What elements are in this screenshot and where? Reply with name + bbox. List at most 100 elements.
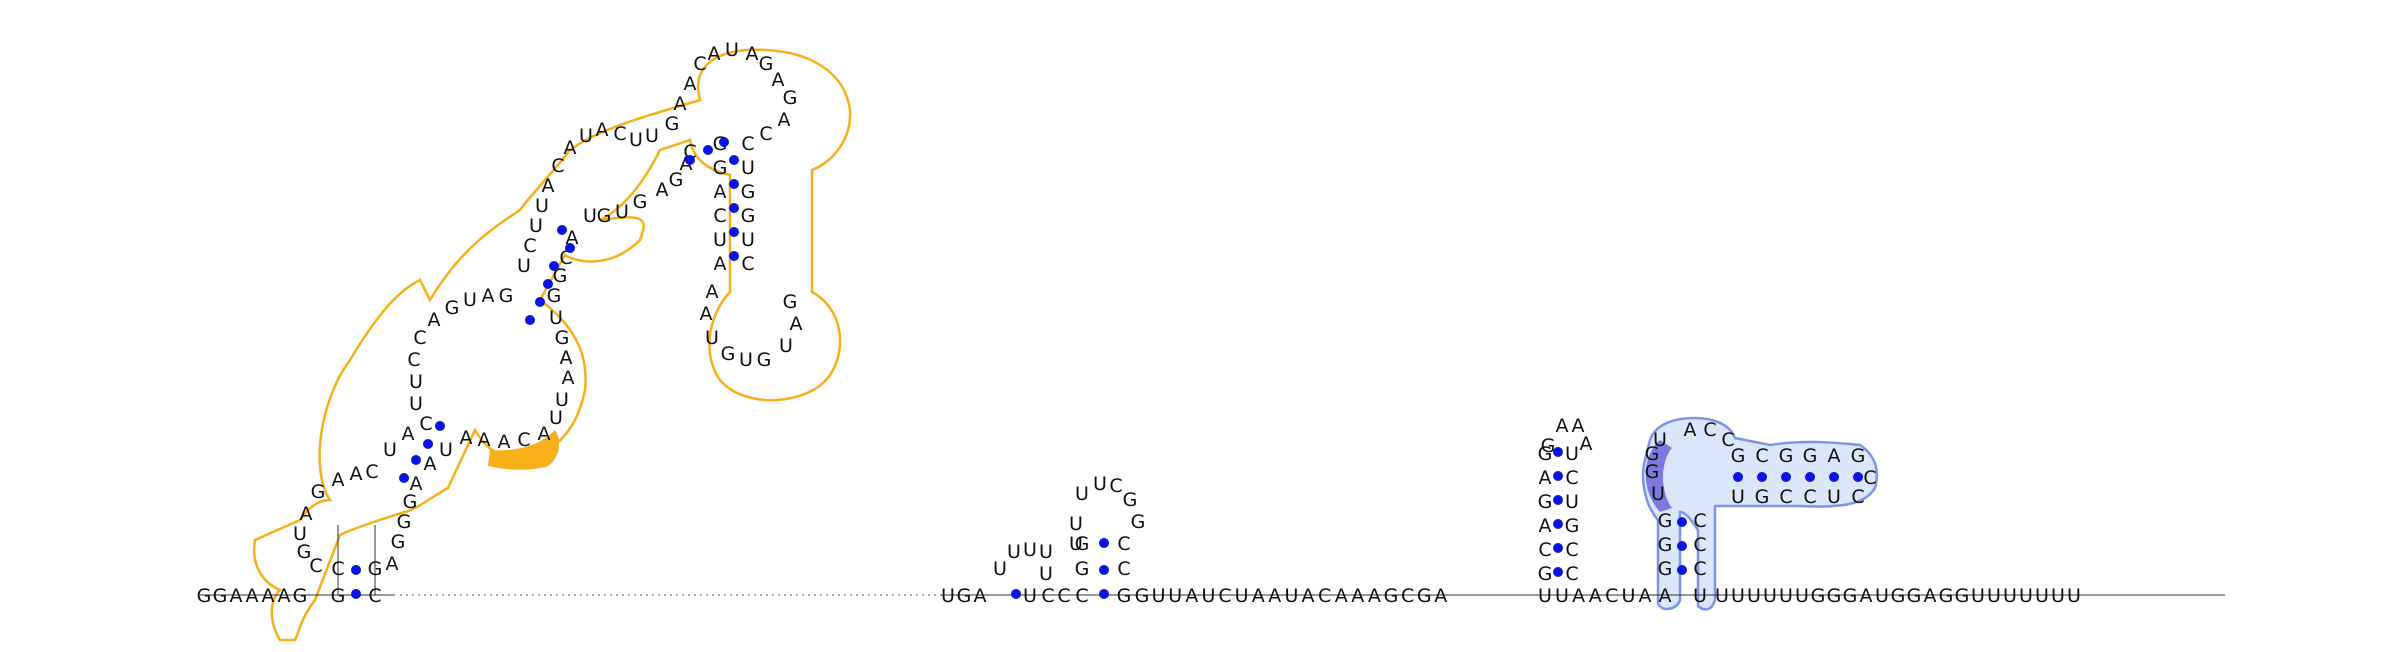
nt-left-domain: G — [499, 285, 514, 307]
nt-pk: A — [1828, 445, 1841, 467]
nt-pk: U — [1731, 486, 1745, 508]
nt-pk: U — [1651, 483, 1665, 505]
nt-hp: C — [1109, 475, 1122, 497]
pair-dot — [1553, 447, 1563, 457]
pair-dot — [525, 315, 535, 325]
nt-left-domain: A — [410, 473, 423, 495]
nt-3prime: U — [2035, 585, 2049, 607]
nt-left-domain: U — [741, 229, 755, 251]
nt-mid: C — [1057, 585, 1070, 607]
nt-3prime: U — [1763, 585, 1777, 607]
pair-dot — [729, 203, 739, 213]
nt-5prime: G — [213, 585, 228, 607]
nt-hp4: G — [1541, 435, 1556, 457]
nt-left-domain: U — [615, 201, 629, 223]
nt-pk: G — [1645, 461, 1660, 483]
orange-domain — [252, 48, 852, 642]
pair-dot — [1553, 495, 1563, 505]
nt-left-domain: A — [564, 137, 577, 159]
nt-left-domain: A — [560, 347, 573, 369]
base-pair-dots — [351, 137, 1863, 599]
nt-hp: U — [1069, 513, 1083, 535]
nt-hp: U — [1007, 541, 1021, 563]
nt-left-domain: A — [478, 429, 491, 451]
nt-left-domain: C — [613, 123, 626, 145]
nt-left-domain: C — [413, 327, 426, 349]
nt-left-domain: A — [708, 43, 721, 65]
nt-left-domain: A — [424, 453, 437, 475]
nt-left-domain: C — [517, 429, 530, 451]
nt-pk: G — [1755, 486, 1770, 508]
nt-linker: G — [1384, 585, 1399, 607]
nt-linker: U — [1235, 585, 1249, 607]
pair-dot — [423, 439, 433, 449]
nt-hp: G — [1123, 489, 1138, 511]
nt-left-domain: A — [714, 253, 727, 275]
nt-left-domain: U — [713, 229, 727, 251]
nt-left-domain: U — [779, 335, 793, 357]
pair-dot — [549, 261, 559, 271]
nt-linker: U — [1284, 585, 1298, 607]
nt-3prime: U — [1731, 585, 1745, 607]
nt-left-domain: C — [365, 461, 378, 483]
nt-left-domain: G — [721, 343, 736, 365]
pair-dot — [729, 155, 739, 165]
nt-3prime: G — [1955, 585, 1970, 607]
nt-pk: G — [1851, 445, 1866, 467]
nt-hp4: A — [1556, 415, 1569, 437]
nt-left-domain: U — [549, 407, 563, 429]
nt-hp: U — [1039, 541, 1053, 563]
pair-dot — [729, 251, 739, 261]
nt-3prime: U — [2003, 585, 2017, 607]
nt-pk: C — [1693, 558, 1706, 580]
nt-stem: G — [368, 558, 383, 580]
nt-linker: C — [1318, 585, 1331, 607]
pair-dot — [1677, 517, 1687, 527]
pair-dot — [411, 455, 421, 465]
nt-linker: A — [1185, 585, 1198, 607]
nt-left-domain: G — [597, 205, 612, 227]
nt-hp4: A — [1539, 515, 1552, 537]
nt-left-domain: U — [535, 195, 549, 217]
pair-dot — [685, 155, 695, 165]
nt-hp4: C — [1565, 467, 1578, 489]
nt-left-domain: A — [428, 309, 441, 331]
nt-left-domain: A — [746, 43, 759, 65]
nt-hp4: U — [1565, 443, 1579, 465]
pair-dot — [703, 145, 713, 155]
nt-pk: C — [1779, 486, 1792, 508]
nt-hp: U — [1093, 473, 1107, 495]
nt-pk: C — [1721, 429, 1734, 451]
nt-3prime: U — [2067, 585, 2081, 607]
nt-hp4: A — [1572, 415, 1585, 437]
nt-left-domain: G — [555, 327, 570, 349]
nt-pk: C — [1803, 486, 1816, 508]
pair-dot — [1733, 472, 1743, 482]
nt-left-domain: U — [439, 439, 453, 461]
nt-hp4: C — [1565, 563, 1578, 585]
nt-hp4: G — [1538, 491, 1553, 513]
nt-left-domain: G — [759, 53, 774, 75]
nt-left-domain: A — [674, 93, 687, 115]
nt-left-domain: C — [419, 413, 432, 435]
nt-hp: C — [1117, 558, 1130, 580]
nt-5prime: A — [262, 585, 275, 607]
nt-left-domain: G — [713, 157, 728, 179]
pair-dot — [729, 179, 739, 189]
nt-mid: C — [1075, 585, 1088, 607]
nt-left-domain: A — [656, 179, 669, 201]
nt-left-domain: U — [739, 349, 753, 371]
pair-dot — [565, 243, 575, 253]
pair-dot — [1757, 472, 1767, 482]
nt-left-domain: A — [700, 303, 713, 325]
blue-domain — [1641, 416, 1879, 611]
nt-left-domain: A — [714, 181, 727, 203]
pair-dot — [1829, 472, 1839, 482]
nt-left-domain: G — [783, 291, 798, 313]
nt-hp4: U — [1565, 491, 1579, 513]
orange-highlight — [488, 430, 560, 470]
nt-hp4: C — [1565, 539, 1578, 561]
nt-pk: U — [1827, 486, 1841, 508]
nt-left-domain: G — [445, 297, 460, 319]
nt-left-domain: G — [757, 349, 772, 371]
